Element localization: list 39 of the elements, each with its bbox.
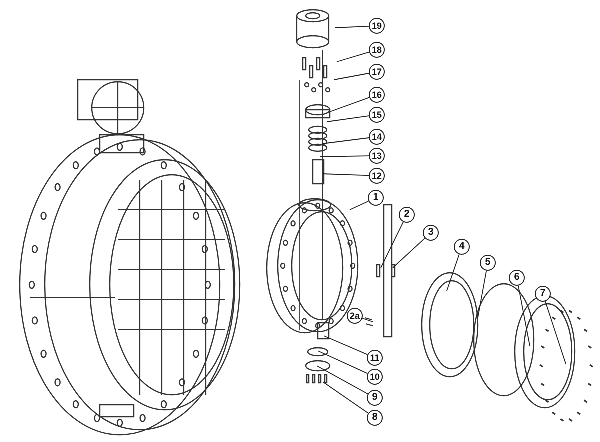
callout-number: 7 <box>535 286 551 302</box>
leader-line <box>350 200 370 210</box>
callout-number: 2 <box>399 207 415 223</box>
leader-line <box>334 26 370 28</box>
leader-line <box>336 52 370 62</box>
callout-number: 2a <box>347 308 363 324</box>
leader-line <box>320 156 370 158</box>
leader-line <box>326 116 370 122</box>
leader-line <box>318 350 368 374</box>
callout-number: 16 <box>369 87 385 103</box>
callout-number: 6 <box>509 270 525 286</box>
leader-line <box>316 366 368 395</box>
callout-number: 14 <box>369 129 385 145</box>
callout-number: 4 <box>454 239 470 255</box>
leader-line <box>322 174 370 176</box>
leader-line <box>446 254 460 292</box>
callout-number: 1 <box>368 190 384 206</box>
leader-line <box>334 73 370 80</box>
callout-number: 8 <box>367 410 383 426</box>
leader-line <box>392 238 426 268</box>
callout-number: 13 <box>369 148 385 164</box>
callout-number: 10 <box>367 369 383 385</box>
callout-number: 18 <box>369 42 385 58</box>
callout-number: 17 <box>369 64 385 80</box>
leader-line <box>380 222 404 268</box>
leader-line <box>322 382 369 414</box>
callout-number: 12 <box>369 168 385 184</box>
callout-number: 3 <box>423 225 439 241</box>
callout-number: 19 <box>369 18 385 34</box>
leader-line <box>478 270 488 318</box>
leader-line <box>330 97 370 112</box>
leader-line <box>322 138 370 144</box>
callout-number: 5 <box>480 255 496 271</box>
leader-line <box>518 285 530 346</box>
leader-line <box>324 336 368 356</box>
callout-number: 11 <box>367 350 383 366</box>
callout-number: 15 <box>369 107 385 123</box>
callout-number: 9 <box>367 390 383 406</box>
leader-line <box>362 318 374 322</box>
